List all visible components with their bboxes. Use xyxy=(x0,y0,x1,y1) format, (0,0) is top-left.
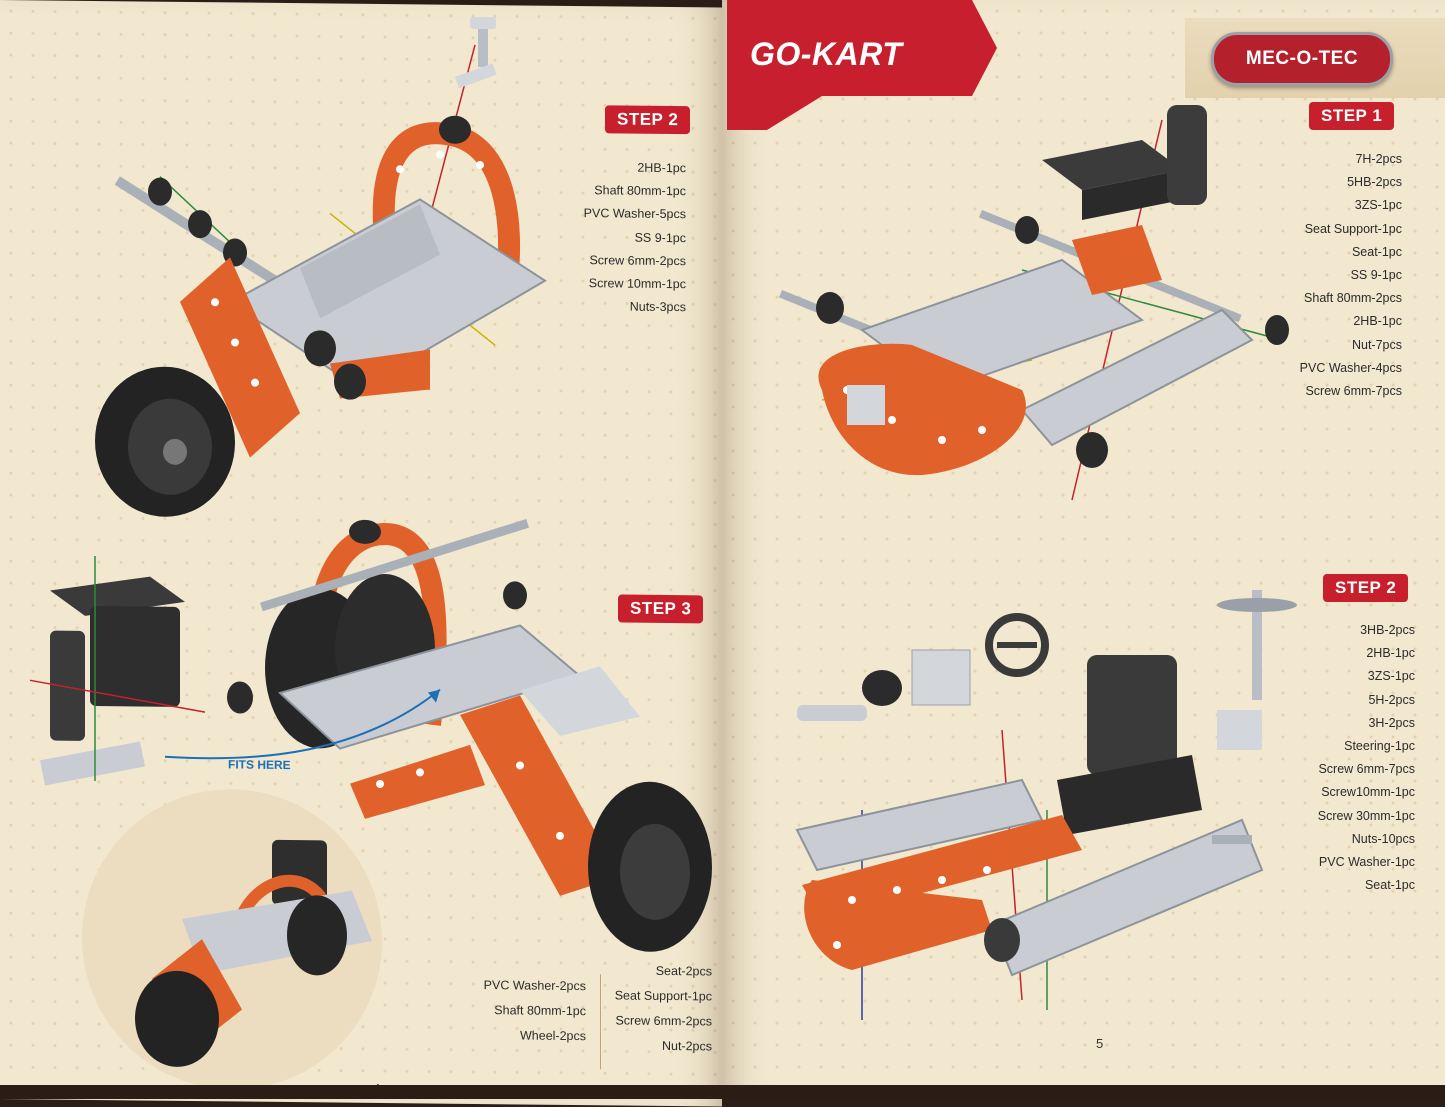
finished-model-illustration xyxy=(135,839,372,1067)
background-bottom-edge xyxy=(0,1085,1445,1099)
part-item: Nuts-3pcs xyxy=(629,299,686,315)
part-item: 2HB-1pc xyxy=(637,160,686,176)
part-item: 2HB-1pc xyxy=(1366,646,1415,661)
step1-parts-list: 7H-2pcs 5HB-2pcs 3ZS-1pc Seat Support-1p… xyxy=(1300,148,1402,403)
step1-badge: STEP 1 xyxy=(1309,102,1395,130)
part-item: Shaft 80mm-1pc xyxy=(594,183,686,199)
step2-badge-right: STEP 2 xyxy=(1323,574,1409,602)
part-item: Screw 30mm-1pc xyxy=(1317,808,1415,823)
part-item: 7H-2pcs xyxy=(1355,152,1402,166)
step1-illustration xyxy=(779,105,1289,501)
part-item: SS 9-1pc xyxy=(634,230,686,245)
part-item: 5H-2pcs xyxy=(1368,692,1415,707)
part-item: SS 9-1pc xyxy=(1350,268,1402,283)
left-page: STEP 2 2HB-1pc Shaft 80mm-1pc PVC Washer… xyxy=(0,0,722,1107)
part-item: Seat Support-1pc xyxy=(1304,221,1402,236)
part-item: Screw 6mm-7pcs xyxy=(1305,384,1402,399)
fits-here-label: FITS HERE xyxy=(228,757,291,773)
part-item: Screw 10mm-1pc xyxy=(588,276,686,292)
finished-model-circle xyxy=(82,787,382,1092)
part-item: 3ZS-1pc xyxy=(1367,669,1415,684)
part-item: Screw 6mm-2pcs xyxy=(615,1013,712,1029)
part-item: 5HB-2pcs xyxy=(1347,175,1402,190)
part-item: Seat-1pc xyxy=(1351,244,1402,259)
step2-badge-left: STEP 2 xyxy=(605,105,691,135)
part-item: Steering-1pc xyxy=(1344,739,1415,754)
part-item: Wheel-2pcs xyxy=(520,1028,586,1044)
part-item: Seat-2pcs xyxy=(655,963,712,979)
part-item: 3HB-2pcs xyxy=(1360,623,1415,637)
part-item: 2HB-1pc xyxy=(1353,314,1402,329)
part-item: 3ZS-1pc xyxy=(1354,198,1402,213)
step2-illustration-left xyxy=(95,16,547,517)
step3-parts-col1: PVC Washer-2pcs Shaft 80mm-1pc Wheel-2pc… xyxy=(484,973,586,1049)
brand-logo: MEC-O-TEC xyxy=(1211,32,1393,86)
step3-parts-col2: Seat-2pcs Seat Support-1pc Screw 6mm-2pc… xyxy=(615,958,712,1059)
part-item: Screw10mm-1pc xyxy=(1321,785,1415,800)
step2-parts-list-left: 2HB-1pc Shaft 80mm-1pc PVC Washer-5pcs S… xyxy=(584,156,686,319)
part-item: Shaft 80mm-1pc xyxy=(494,1003,586,1019)
part-item: 3H-2pcs xyxy=(1368,715,1415,730)
part-item: PVC Washer-2pcs xyxy=(483,978,586,994)
part-item: Screw 6mm-7pcs xyxy=(1318,762,1415,777)
step3-badge: STEP 3 xyxy=(618,594,704,624)
part-item: Nuts-10pcs xyxy=(1351,831,1415,846)
part-item: PVC Washer-1pc xyxy=(1318,855,1415,870)
part-item: Seat-1pc xyxy=(1364,878,1415,893)
part-item: PVC Washer-4pcs xyxy=(1299,360,1402,375)
right-page: GO-KART MEC-O-TEC STEP 1 7H-2pcs 5HB-2pc… xyxy=(722,0,1445,1099)
part-item: Seat Support-1pc xyxy=(614,988,712,1004)
step2-parts-list-right: 3HB-2pcs 2HB-1pc 3ZS-1pc 5H-2pcs 3H-2pcs… xyxy=(1318,619,1415,897)
step2-illustration-right xyxy=(795,590,1297,1020)
step3-illustration xyxy=(29,518,712,952)
page-title: GO-KART xyxy=(750,36,903,72)
parts-divider xyxy=(600,974,601,1070)
part-item: Shaft 80mm-2pcs xyxy=(1304,291,1402,306)
page-number-right: 5 xyxy=(1096,1036,1104,1051)
part-item: Screw 6mm-2pcs xyxy=(589,252,686,268)
part-item: Nut-2pcs xyxy=(661,1038,712,1054)
part-item: PVC Washer-5pcs xyxy=(583,206,686,222)
part-item: Nut-7pcs xyxy=(1351,337,1402,352)
